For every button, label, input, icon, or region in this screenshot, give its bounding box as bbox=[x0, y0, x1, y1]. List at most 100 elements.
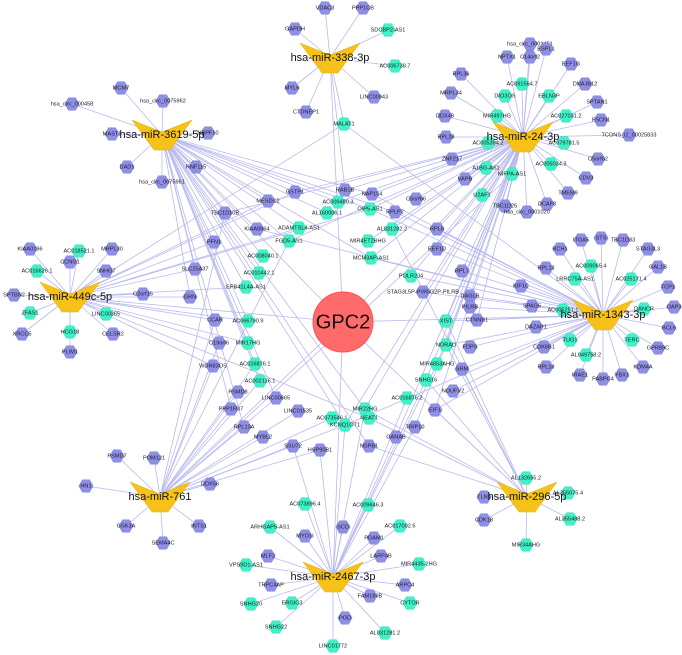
node-spag5[interactable]: SPAG5 bbox=[523, 299, 541, 313]
node-sts[interactable]: STS bbox=[593, 231, 609, 245]
node-mrpl30[interactable]: MRPL30 bbox=[101, 242, 123, 256]
node-rplp2[interactable]: RPLP2 bbox=[386, 205, 404, 219]
node-xist[interactable]: XIST bbox=[438, 314, 454, 328]
node-ac073896-4[interactable]: AC073896.4 bbox=[289, 497, 321, 511]
node-mast1[interactable]: MAST1 bbox=[103, 127, 122, 141]
node-snhg20[interactable]: SNHG20 bbox=[240, 597, 262, 611]
node-trip10[interactable]: TRIP10 bbox=[406, 420, 425, 434]
node-tln1[interactable]: TLN1 bbox=[476, 490, 492, 504]
node-eef1d[interactable]: EEF1D bbox=[428, 242, 446, 256]
node-trpc4ap[interactable]: TRPC4AP bbox=[258, 578, 284, 592]
node-pom121[interactable]: POM121 bbox=[143, 451, 165, 465]
node-oip5-as1[interactable]: OIP5-AS1 bbox=[357, 202, 383, 216]
node-rnf115[interactable]: RNF115 bbox=[186, 160, 206, 174]
node-ints1[interactable]: INTS1 bbox=[191, 519, 207, 533]
node-rpl18[interactable]: RPL18 bbox=[537, 360, 555, 374]
node-pabpc4[interactable]: PABPC4 bbox=[592, 372, 614, 386]
node-c2orf15[interactable]: C2orf15 bbox=[133, 287, 153, 301]
node-znf217[interactable]: ZNF217 bbox=[442, 152, 462, 166]
node-ac016876-2[interactable]: AC016876.2 bbox=[391, 391, 423, 405]
node-dad1[interactable]: DAD1 bbox=[119, 160, 135, 174]
node-mir497hg[interactable]: MIR497HG bbox=[483, 109, 511, 123]
node-ac006738-7[interactable]: AC006738.7 bbox=[379, 59, 411, 73]
node-slc25a37[interactable]: SLC25A37 bbox=[181, 262, 209, 276]
node-scd[interactable]: SCD bbox=[335, 520, 351, 534]
node-ppp1r37[interactable]: PPP1R37 bbox=[219, 402, 244, 416]
node-c5orf66[interactable]: C5orf66 bbox=[406, 192, 426, 206]
node-irae1[interactable]: IRAE1 bbox=[572, 368, 588, 382]
node-ganab[interactable]: GANAB bbox=[386, 430, 406, 444]
node-rpl7[interactable]: RPL7 bbox=[454, 264, 470, 278]
node-mir17hg[interactable]: MIR17HG bbox=[236, 336, 261, 350]
node-daglb[interactable]: DAGLB bbox=[461, 289, 480, 303]
mirna-node-hsa-mir-3619-5p[interactable]: hsa-miR-3619-5p bbox=[120, 119, 205, 151]
node-mesdc2[interactable]: MESDC2 bbox=[256, 194, 280, 208]
node-linc00265[interactable]: LINC00265 bbox=[92, 307, 120, 321]
node-ac009480-3[interactable]: AC009480.3 bbox=[322, 195, 354, 209]
node-neat1[interactable]: NEAT1 bbox=[360, 411, 378, 425]
node-tbc1d10b[interactable]: TBC1D10B bbox=[211, 206, 240, 220]
node-cdk18[interactable]: CDK18 bbox=[475, 513, 493, 527]
node-gsk3a[interactable]: GSK3A bbox=[117, 519, 136, 533]
node-ac002116-1[interactable]: AC002116.1 bbox=[245, 374, 276, 388]
node-ybx1[interactable]: YBX1 bbox=[614, 368, 630, 382]
node-linc00665[interactable]: LINC00665 bbox=[262, 391, 290, 405]
node-ac016876-1[interactable]: AC016876.1 bbox=[239, 357, 271, 371]
node-tug1[interactable]: TUG1 bbox=[562, 333, 578, 347]
node-hsa-circ-0075961[interactable]: hsa_circ_0075961 bbox=[139, 175, 185, 189]
node-cytor[interactable]: CYTOR bbox=[400, 596, 420, 610]
node-tmem9[interactable]: TMEM9 bbox=[558, 186, 578, 200]
node-stag3l5p-pvrig2p-pilrb[interactable]: STAG3L5P-PVRIG2P-PILRB bbox=[387, 285, 459, 299]
node-hsa-circ-0001451[interactable]: hsa_circ_0001451 bbox=[507, 37, 553, 51]
node-gal1b[interactable]: GAL1B bbox=[649, 260, 667, 274]
node-wdr83os[interactable]: WDR83OS bbox=[199, 359, 227, 373]
node-itga5[interactable]: ITGA5 bbox=[573, 233, 589, 247]
node-epb41l4a-as1[interactable]: EPB41L4A-AS1 bbox=[226, 280, 266, 294]
node-arhgap5-as1[interactable]: ARHGAP5-AS1 bbox=[250, 520, 290, 534]
node-ndufv2[interactable]: NDUFV2 bbox=[442, 384, 464, 398]
node-al355075-4[interactable]: AL355075.4 bbox=[553, 486, 583, 500]
node-ac016626-1[interactable]: AC016626.1 bbox=[21, 264, 53, 278]
node-kif1c[interactable]: KIF1C bbox=[513, 279, 529, 293]
mirna-node-hsa-mir-449c-5p[interactable]: hsa-miR-449c-5p bbox=[28, 281, 112, 313]
node-grn[interactable]: GRN bbox=[182, 290, 198, 304]
node-pilrb[interactable]: PILRB bbox=[462, 300, 478, 314]
node-dio3os[interactable]: DIO3OS bbox=[494, 89, 516, 103]
node-ac073546-1[interactable]: AC073546.1 bbox=[316, 411, 348, 425]
node-hcg18[interactable]: HCG18 bbox=[61, 325, 80, 339]
node-nifpa-as1[interactable]: NIFPA-AS1 bbox=[498, 167, 527, 181]
node-ac091564-7[interactable]: AC091564.7 bbox=[506, 77, 538, 91]
mirna-node-hsa-mir-1343-3p[interactable]: hsa-miR-1343-3p bbox=[561, 299, 646, 331]
node-celsr2[interactable]: CELSR2 bbox=[102, 327, 124, 341]
node-gpr89c[interactable]: GPR89C bbox=[647, 341, 669, 355]
node-rpl8[interactable]: RPL8 bbox=[429, 222, 445, 236]
node-hsa-circ-0075962[interactable]: hsa_circ_0075962 bbox=[140, 94, 186, 108]
node-norad[interactable]: NORAD bbox=[436, 338, 456, 352]
node-rab1b[interactable]: RAB1B bbox=[336, 183, 355, 197]
node-hsa-circ-0001020[interactable]: hsa_circ_0001020 bbox=[504, 205, 550, 219]
node-adamtsl4-as1[interactable]: ADAMTSL4-AS1 bbox=[278, 221, 320, 235]
node-ac025171-4[interactable]: AC025171.4 bbox=[615, 272, 647, 286]
node-malat1[interactable]: MALAT1 bbox=[333, 117, 355, 131]
node-kiaa0664[interactable]: KIAA0664 bbox=[244, 222, 270, 236]
node-ac079781-5[interactable]: AC079781.5 bbox=[548, 136, 580, 150]
mirna-node-hsa-mir-24-3p[interactable]: hsa-miR-24-3p bbox=[487, 121, 560, 153]
node-mcm7[interactable]: MCM7 bbox=[113, 81, 129, 95]
node-oap3[interactable]: OAP3 bbox=[666, 300, 682, 314]
node-ctdnep1[interactable]: CTDNEP1 bbox=[293, 105, 319, 119]
node-mir4435-2hg[interactable]: MIR4435-2HG bbox=[401, 557, 437, 571]
node-nptx1[interactable]: NPTX1 bbox=[498, 50, 516, 64]
node-a1bg-as1[interactable]: A1BG-AS1 bbox=[472, 161, 500, 175]
node-xrcc5[interactable]: XRCC5 bbox=[13, 327, 32, 341]
node-pgd[interactable]: PGD bbox=[337, 611, 353, 625]
node-rpl13[interactable]: RPL13 bbox=[537, 261, 555, 275]
node-ac009646-3[interactable]: AC009646.3 bbox=[352, 498, 384, 512]
node-nspb1[interactable]: NSPB1 bbox=[360, 439, 378, 453]
node-plim1[interactable]: PLIM1 bbox=[62, 345, 78, 359]
node-rpl36[interactable]: RPL36 bbox=[452, 67, 470, 81]
node-espl1[interactable]: ESPL1 bbox=[537, 42, 555, 56]
node-al049758-2[interactable]: AL049758.2 bbox=[571, 348, 601, 362]
node-gstp1[interactable]: GSTP1 bbox=[286, 185, 304, 199]
node-cdv3[interactable]: CDV3 bbox=[578, 171, 594, 185]
node-c5orf62[interactable]: C5orf62 bbox=[588, 152, 608, 166]
